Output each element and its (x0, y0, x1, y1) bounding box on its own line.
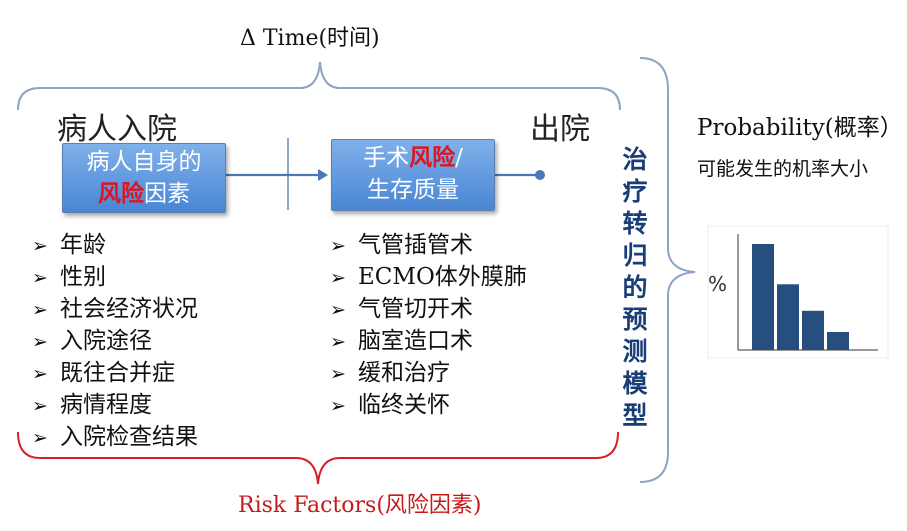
time-bracket (17, 61, 621, 111)
surgery-text-b: / (455, 145, 463, 171)
prediction-model-label: 治 疗 转 归 的 预 测 模 型 (622, 145, 648, 430)
chart-bar (777, 284, 799, 350)
bullet-arrow-icon: ➢ (330, 331, 346, 353)
patient-risk-red-text: 风险 (98, 180, 144, 207)
surgery-risk-box: 手术风险/ 生存质量 (331, 139, 495, 211)
list-item: ➢病情程度 (32, 390, 198, 422)
bullet-arrow-icon: ➢ (32, 299, 48, 321)
treatment-factor-list: ➢气管插管术 ➢ECMO体外膜肺 ➢气管切开术 ➢脑室造口术 ➢缓和治疗 ➢临终… (330, 230, 527, 422)
list-item: ➢既往合并症 (32, 358, 198, 390)
model-bracket (639, 57, 696, 483)
list-item: ➢性别 (32, 262, 198, 294)
bullet-arrow-icon: ➢ (330, 235, 346, 257)
bullet-arrow-icon: ➢ (32, 395, 48, 417)
bullet-arrow-icon: ➢ (330, 299, 346, 321)
surgery-risk-box-line2: 生存质量 (367, 177, 459, 203)
list-item: ➢社会经济状况 (32, 294, 198, 326)
list-item: ➢气管插管术 (330, 230, 527, 262)
bullet-arrow-icon: ➢ (330, 395, 346, 417)
bullet-arrow-icon: ➢ (32, 427, 48, 449)
surgery-risk-box-line1: 手术风险/ (332, 142, 494, 174)
risk-factors-label: Risk Factors(风险因素) (238, 493, 482, 518)
patient-factor-list: ➢年龄 ➢性别 ➢社会经济状况 ➢入院途径 ➢既往合并症 ➢病情程度 ➢入院检查… (32, 230, 198, 454)
timeline-end-dot (535, 170, 545, 180)
chart-bar (827, 331, 849, 350)
probability-subtitle: 可能发生的机率大小 (697, 158, 869, 180)
patient-risk-rest-text: 因素 (144, 181, 190, 207)
surgery-text-a: 手术 (363, 145, 410, 171)
list-item: ➢年龄 (32, 230, 198, 262)
probability-title: Probability(概率） (697, 115, 903, 141)
list-item: ➢入院途径 (32, 326, 198, 358)
stage-discharge: 出院 (530, 112, 590, 147)
patient-risk-box: 病人自身的 风险因素 (62, 143, 226, 213)
surgery-risk-red-text: 风险 (409, 144, 456, 171)
probability-chart (707, 225, 889, 359)
time-title: Δ Time(时间) (240, 26, 380, 51)
bullet-arrow-icon: ➢ (32, 267, 48, 289)
list-item: ➢入院检查结果 (32, 422, 198, 454)
list-item: ➢脑室造口术 (330, 326, 527, 358)
bullet-arrow-icon: ➢ (32, 331, 48, 353)
risk-bracket (17, 431, 619, 485)
chart-bar (752, 244, 774, 350)
patient-risk-box-line2: 风险因素 (63, 178, 225, 210)
stage-admission: 病人入院 (57, 112, 177, 147)
bullet-arrow-icon: ➢ (32, 363, 48, 385)
list-item: ➢缓和治疗 (330, 358, 527, 390)
chart-percent-label: % (708, 272, 728, 296)
timeline-arrow-head (318, 169, 328, 181)
list-item: ➢临终关怀 (330, 390, 527, 422)
chart-bar (802, 310, 824, 350)
bullet-arrow-icon: ➢ (32, 235, 48, 257)
bullet-arrow-icon: ➢ (330, 267, 346, 289)
bullet-arrow-icon: ➢ (330, 363, 346, 385)
list-item: ➢气管切开术 (330, 294, 527, 326)
list-item: ➢ECMO体外膜肺 (330, 262, 527, 294)
patient-risk-box-line1: 病人自身的 (86, 149, 202, 175)
